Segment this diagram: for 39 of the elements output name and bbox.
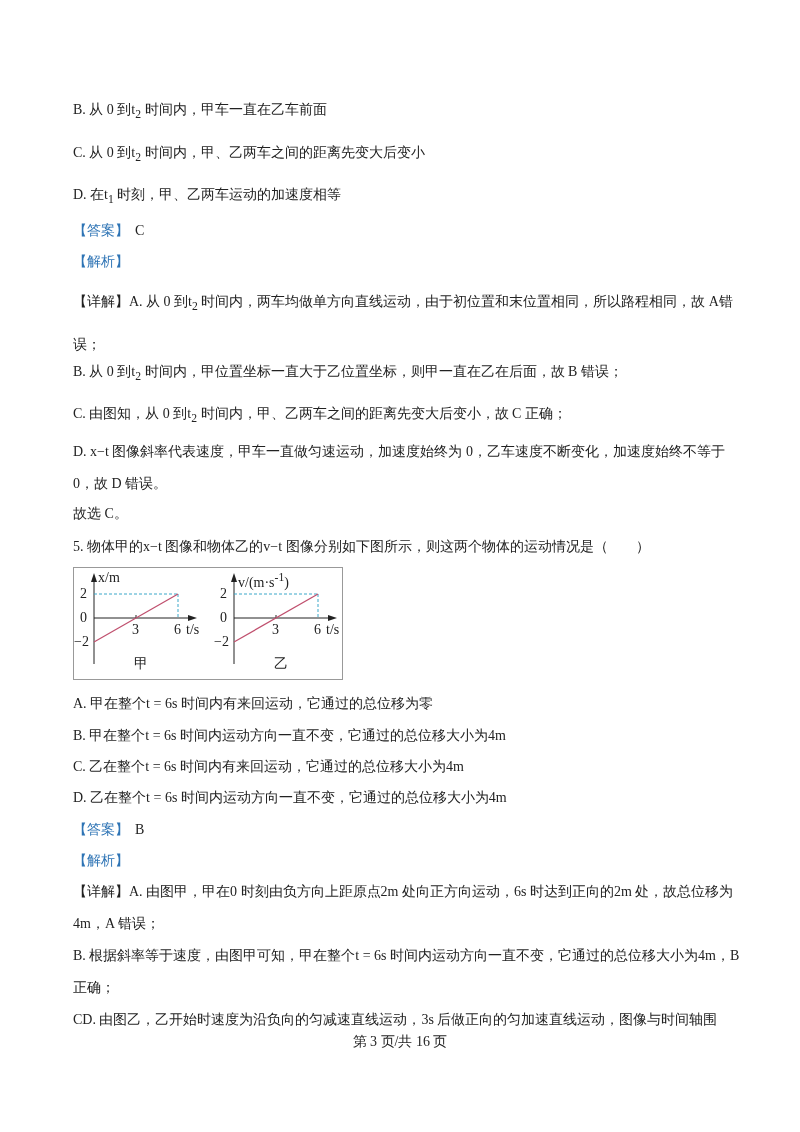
- explanation-text: 【详解】A. 从 0 到t$_{2}$ 时间内，两车均做单方向直线运动，由于初位置和末位置相同，所以路程相同，故 A错误；: [73, 293, 734, 354]
- tick-label: −2: [74, 634, 89, 650]
- explanation-text: B. 从 0 到t$_{2}$ 时间内，甲位置坐标一直大于乙位置坐标，则甲一直在乙在后面，故 B 错误；: [73, 363, 624, 385]
- explanation-text: 故选 C。: [73, 505, 129, 523]
- tick-label: 2: [220, 586, 227, 602]
- option-text: B. 甲在整个t = 6s 时间内运动方向一直不变，它通过的总位移大小为4m: [73, 727, 507, 745]
- explanation-text: D. x−t 图像斜率代表速度，甲车一直做匀速运动，加速度始终为 0，乙车速度不断变化，加速度始终不等于 0，故 D 错误。: [73, 443, 726, 493]
- option-text: A. 甲在整个t = 6s 时间内有来回运动，它通过的总位移为零: [73, 695, 434, 713]
- tick-label: −2: [214, 634, 229, 650]
- option-text: C. 乙在整个t = 6s 时间内有来回运动，它通过的总位移大小为4m: [73, 758, 465, 776]
- explanation-text: CD. 由图乙，乙开始时速度为沿负向的匀减速直线运动，3s 后做正向的匀加速直线运动，图像与时间轴围: [73, 1011, 719, 1029]
- explanation-text: C. 由图知，从 0 到t$_{2}$ 时间内，甲、乙两车之间的距离先变大后变小，故 C 正确；: [73, 405, 568, 427]
- answer-text: B: [135, 821, 146, 839]
- option-text: D. 乙在整个t = 6s 时间内运动方向一直不变，它通过的总位移大小为4m: [73, 789, 508, 807]
- tick-label: 3: [272, 622, 279, 638]
- tick-label: 3: [132, 622, 139, 638]
- graph-caption: 乙: [274, 656, 288, 672]
- explanation-text: 【详解】A. 由图甲，甲在0 时刻由负方向上距原点2m 处向正方向运动，6s 时达到正向的2m 处，故总位移为4m，A 错误；: [73, 883, 735, 933]
- tick-label: 6: [314, 622, 321, 638]
- axis-label: x/m: [98, 570, 120, 586]
- tick-label: 2: [80, 586, 87, 602]
- tick-label: 0: [80, 610, 87, 626]
- option-text: D. 在t$_{1}$ 时刻，甲、乙两车运动的加速度相等: [73, 186, 343, 208]
- option-text: C. 从 0 到t$_{2}$ 时间内，甲、乙两车之间的距离先变大后变小: [73, 144, 426, 166]
- axis-label: t/s: [186, 622, 200, 638]
- axis-label: t/s: [326, 622, 340, 638]
- tick-label: 0: [220, 610, 227, 626]
- section-heading: 【答案】: [73, 222, 130, 240]
- axis-label: v/(m·s$^{-1}$): [238, 570, 289, 591]
- section-heading: 【答案】: [73, 821, 130, 839]
- section-heading: 【解析】: [73, 253, 130, 271]
- question-text: 5. 物体甲的x−t 图像和物体乙的v−t 图像分别如下图所示，则这两个物体的运动情况是（ ）: [73, 538, 651, 556]
- page-number: 第 3 页/共 16 页: [351, 1033, 449, 1051]
- answer-text: C: [135, 222, 146, 240]
- section-heading: 【解析】: [73, 852, 130, 870]
- option-text: B. 从 0 到t$_{2}$ 时间内，甲车一直在乙车前面: [73, 101, 328, 123]
- tick-label: 6: [174, 622, 181, 638]
- graph-caption: 甲: [134, 656, 148, 672]
- explanation-text: B. 根据斜率等于速度，由图甲可知，甲在整个t = 6s 时间内运动方向一直不变，它通过的总位移大小为4m，B 正确；: [73, 947, 741, 997]
